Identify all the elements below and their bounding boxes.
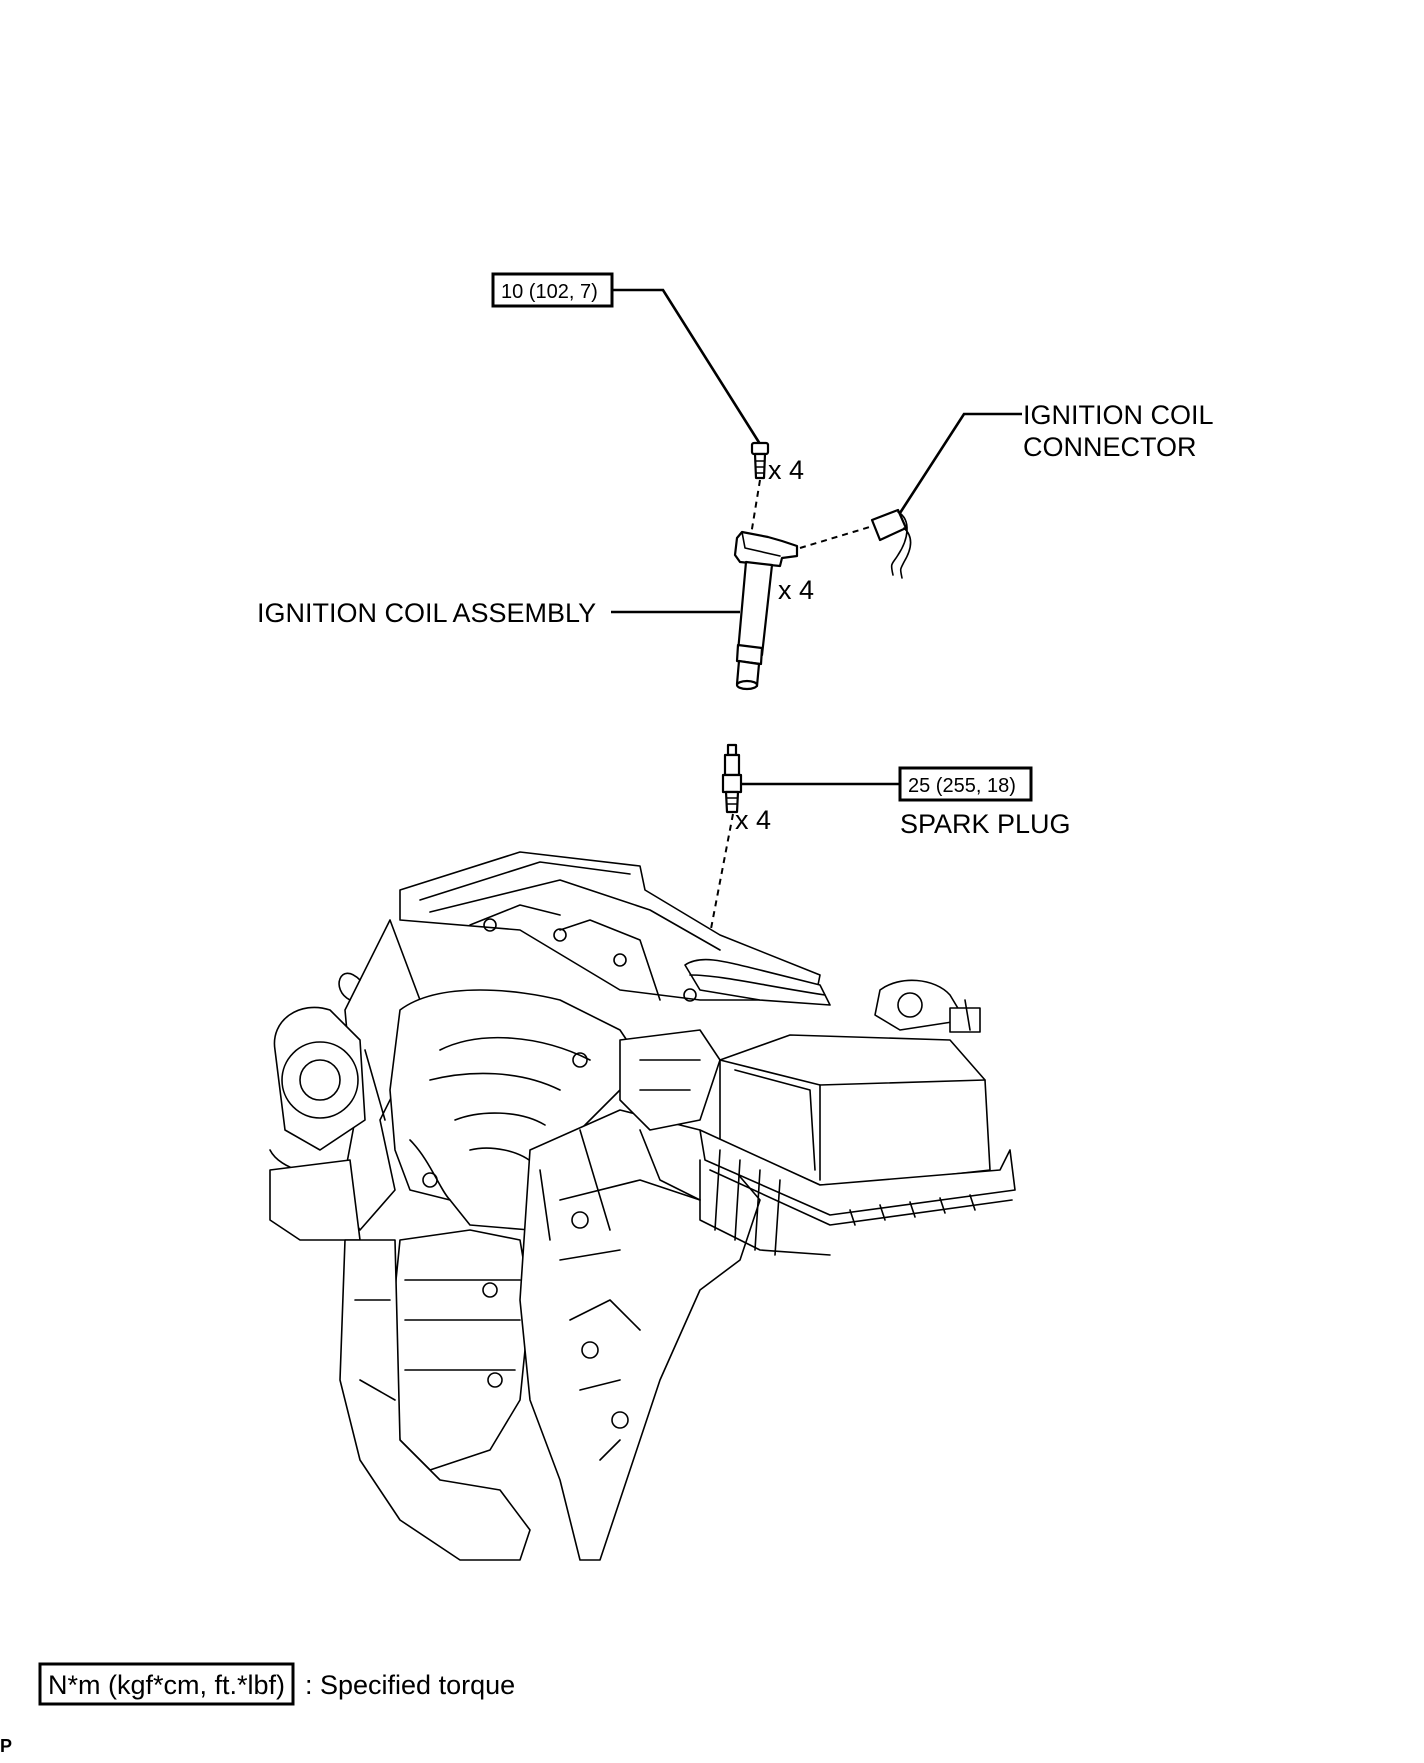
spark-plug-label: SPARK PLUG [900,809,1071,839]
plug-torque-value: 25 (255, 18) [908,775,1016,797]
legend-description: : Specified torque [305,1670,515,1700]
torque-legend: N*m (kgf*cm, ft.*lbf) : Specified torque [38,1662,515,1706]
plug-quantity: x 4 [735,805,771,835]
legend-box [38,1662,295,1706]
coil-quantity: x 4 [778,575,814,605]
bolt-torque-box [491,272,614,308]
footer-mark: P [0,1736,12,1756]
bolt-torque-callout: 10 (102, 7) [491,272,762,445]
plug-torque-box [898,766,1033,802]
bolt [750,441,770,480]
engine-illustration [269,851,1016,1561]
bolt-quantity: x 4 [768,455,804,485]
spark-plug [721,743,743,814]
bolt-torque-value: 10 (102, 7) [501,281,598,303]
connector-label-line1: IGNITION COIL [1023,400,1214,430]
ignition-coil-connector [870,412,1022,579]
legend-box-text: N*m (kgf*cm, ft.*lbf) [48,1670,285,1700]
connector-label-line2: CONNECTOR [1023,432,1197,462]
ignition-coil-assembly [733,530,799,691]
plug-torque-callout: 25 (255, 18) [898,766,1033,802]
coil-assembly-label: IGNITION COIL ASSEMBLY [257,598,596,628]
